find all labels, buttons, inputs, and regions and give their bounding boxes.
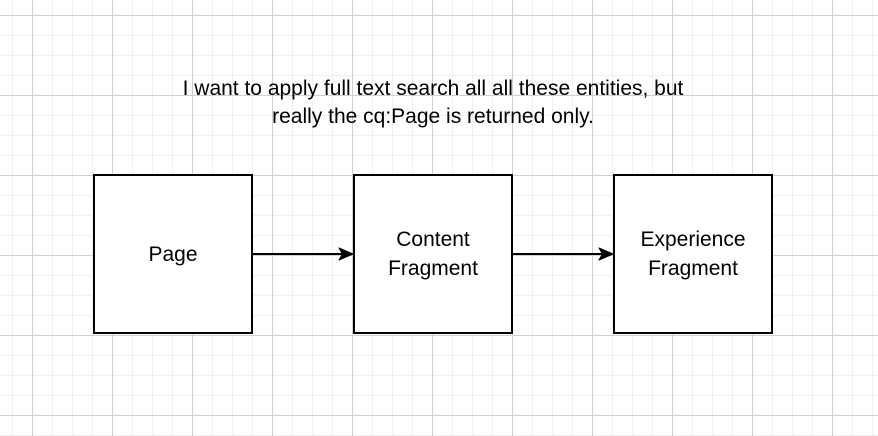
annotation-text[interactable]: I want to apply full text search all all… — [93, 75, 773, 131]
node-page[interactable]: Page — [93, 174, 253, 334]
annotation-line-1: I want to apply full text search all all… — [182, 77, 684, 100]
arrow-content-fragment-to-experience-fragment[interactable] — [513, 247, 614, 261]
annotation-line-2: really the cq:Page is returned only. — [272, 105, 594, 128]
node-content-fragment-label: Content Fragment — [388, 228, 478, 280]
node-experience-fragment[interactable]: Experience Fragment — [613, 174, 773, 334]
node-content-fragment[interactable]: Content Fragment — [353, 174, 513, 334]
arrow-page-to-content-fragment[interactable] — [253, 247, 354, 261]
node-page-label: Page — [148, 242, 198, 266]
node-experience-fragment-label: Experience Fragment — [640, 228, 746, 280]
